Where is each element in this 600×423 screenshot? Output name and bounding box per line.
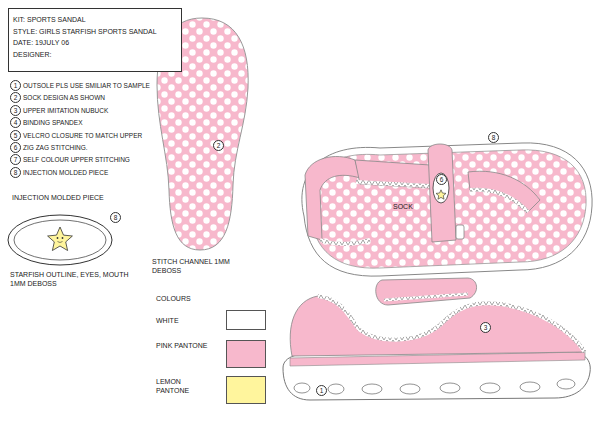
spec-note: INJECTION MOLDED PIECE	[23, 168, 108, 177]
spec-note: SOCK DESIGN AS SHOWN	[23, 93, 105, 102]
callout-number: 1	[316, 385, 327, 396]
callout-number: 3	[10, 105, 21, 116]
callout-number: 2	[10, 92, 21, 103]
color-swatch	[226, 376, 266, 404]
spec-note: SELF COLOUR UPPER STITCHING	[23, 155, 130, 164]
callout-number: 8	[488, 132, 499, 143]
legend-text: WHITE	[156, 316, 211, 325]
sandal-side-view	[283, 278, 590, 400]
callout-number: 6	[436, 174, 447, 185]
callout-number: 5	[10, 130, 21, 141]
spec-note: ZIG ZAG STITCHING.	[23, 143, 88, 152]
callout-number: 8	[10, 167, 21, 178]
header-box: KIT: SPORTS SANDALSTYLE: GIRLS STARFISH …	[8, 8, 182, 72]
deboss-note: STARFISH OUTLINE, EYES, MOUTH 1MM DEBOSS	[10, 270, 145, 288]
callout-number: 2	[213, 140, 224, 151]
sandal-top-view	[302, 143, 592, 276]
spec-note: UPPER IMITATION NUBUCK	[23, 106, 108, 115]
injection-molded-piece	[8, 215, 112, 265]
legend-title: COLOURS	[156, 294, 191, 303]
callout-number: 4	[10, 117, 21, 128]
color-swatch	[226, 340, 266, 368]
callout-number: 6	[10, 142, 21, 153]
stitch-note: STITCH CHANNEL 1MM DEBOSS	[152, 257, 242, 275]
spec-note: BINDING SPANDEX	[23, 118, 82, 127]
callout-number: 1	[10, 80, 21, 91]
callout-number: 3	[480, 322, 491, 333]
legend-text: PINK PANTONE	[156, 341, 211, 350]
legend-text: LEMON PANTONE	[156, 377, 211, 395]
spec-note: OUTSOLE PLS USE SMILIAR TO SAMPLE	[23, 81, 150, 90]
callout-number: 8	[110, 212, 121, 223]
callout-number: 7	[10, 154, 21, 165]
part-title: INJECTION MOLDED PIECE	[12, 193, 104, 202]
header-text: KIT: SPORTS SANDAL	[13, 14, 177, 26]
header-text: DATE: 19JULY 06	[13, 37, 177, 49]
header-text: DESIGNER:	[13, 49, 177, 61]
header-text: STYLE: GIRLS STARFISH SPORTS SANDAL	[13, 26, 177, 38]
color-swatch	[226, 310, 266, 330]
part-label: SOCK	[392, 202, 414, 211]
spec-note: VELCRO CLOSURE TO MATCH UPPER	[23, 131, 142, 140]
